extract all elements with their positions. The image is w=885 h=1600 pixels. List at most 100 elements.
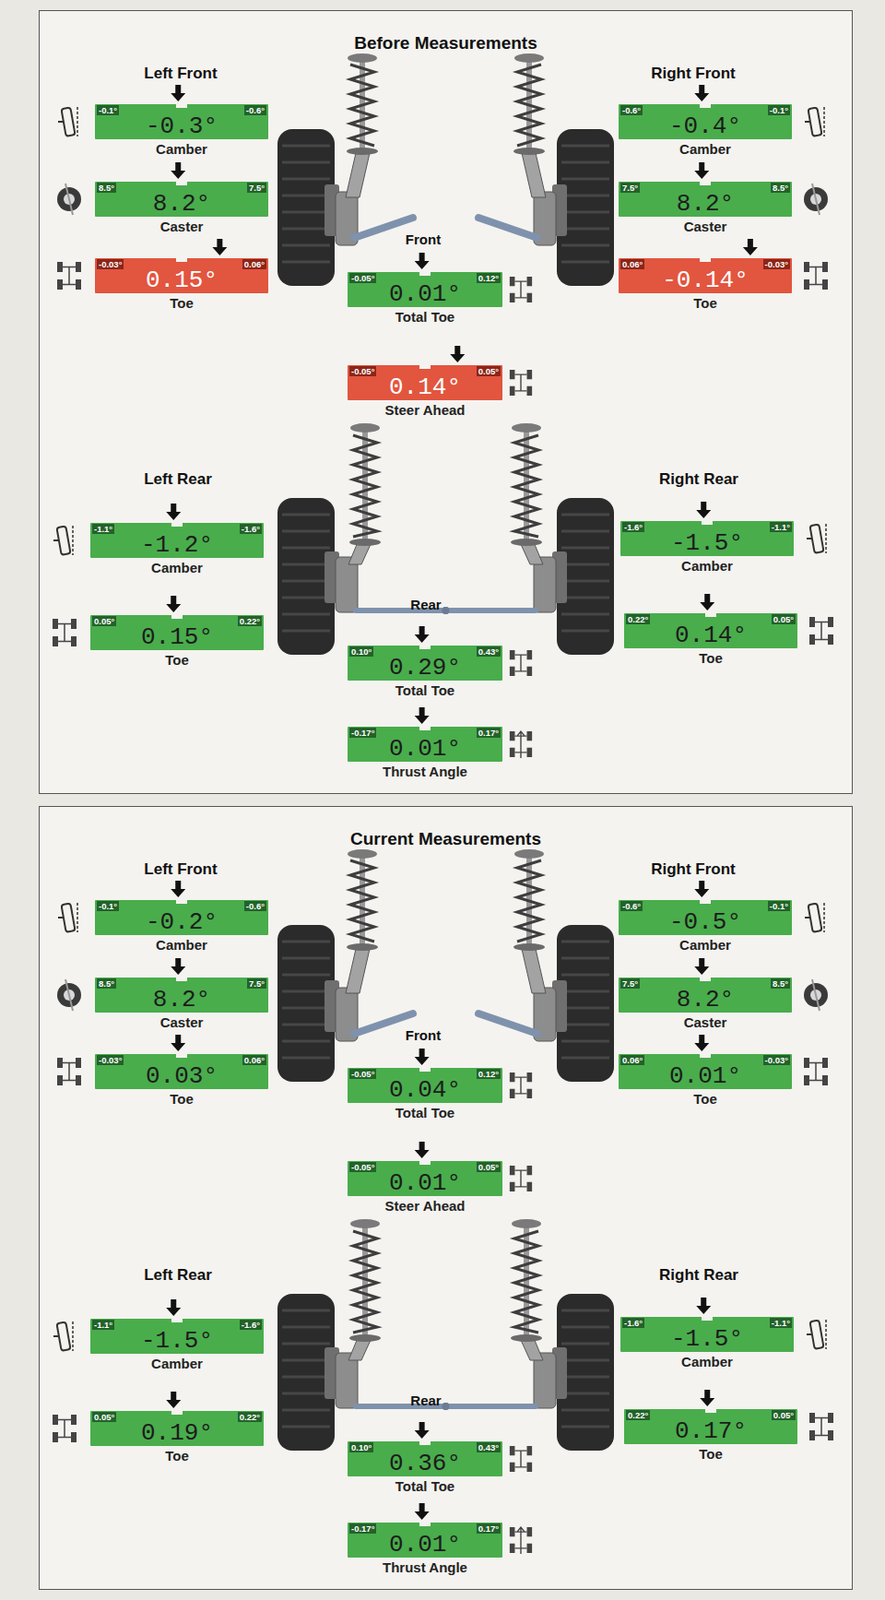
gauge-bar: -0.17°0.17°0.01°Thrust Angle <box>347 726 503 762</box>
range-max: 0.22° <box>237 1411 262 1422</box>
range-min: -0.05° <box>349 1161 377 1172</box>
range-max: 0.17° <box>476 1522 501 1534</box>
gauge-name: Thrust Angle <box>382 763 468 780</box>
measurement-icon <box>58 902 78 933</box>
gauge-bar: -0.6°-0.1°-0.4°Camber <box>618 104 792 140</box>
measured-value: 0.01° <box>347 1170 503 1195</box>
center-notch <box>176 899 188 904</box>
gauge-name: Total Toe <box>395 308 455 326</box>
gauge-bar: -0.6°-0.1°-0.5°Camber <box>618 899 792 935</box>
pointer-arrow <box>414 252 430 270</box>
gauge-name: Toe <box>169 295 194 312</box>
gauge-bar: -0.05°0.05°0.14°Steer Ahead <box>347 365 503 401</box>
range-min: -0.05° <box>349 272 377 284</box>
range-min: -0.1° <box>96 105 119 116</box>
gauge-bar: 0.05°0.22°0.19°Toe <box>90 1410 264 1446</box>
gauge-name: Camber <box>155 936 208 954</box>
measured-value: 0.04° <box>347 1077 503 1102</box>
pointer-arrow <box>694 957 709 975</box>
center-notch <box>176 1053 188 1058</box>
center-notch <box>419 1067 431 1072</box>
center-notch <box>419 726 431 731</box>
range-max: -1.6° <box>239 523 262 534</box>
range-min: -1.6° <box>622 1317 645 1328</box>
measured-value: -0.5° <box>618 909 792 934</box>
gauge-bar: -0.03°0.06°0.15°Toe <box>94 258 269 294</box>
range-min: 0.10° <box>349 646 374 657</box>
center-notch <box>171 1318 183 1322</box>
pointer-arrow <box>414 1141 430 1158</box>
gauge-name: Toe <box>169 1090 194 1108</box>
measurement-icon <box>509 1165 532 1192</box>
range-max: 8.5° <box>770 978 791 989</box>
gauge-bar: -0.03°0.06°0.03°Toe <box>94 1053 269 1089</box>
measurement-icon <box>53 525 73 555</box>
center-notch <box>176 258 188 262</box>
measurement-icon <box>809 1412 834 1440</box>
measurement-icon <box>53 1321 73 1351</box>
position-label: Left Rear <box>143 1266 213 1284</box>
range-min: -1.1° <box>92 1319 115 1330</box>
gauge-name: Steer Ahead <box>385 401 466 419</box>
pointer-arrow <box>414 1048 430 1065</box>
measurement-icon <box>803 979 828 1011</box>
pointer-arrow <box>449 345 465 363</box>
measured-value: 0.01° <box>347 736 503 761</box>
pointer-arrow <box>694 84 709 102</box>
measured-value: 0.14° <box>624 623 798 648</box>
pointer-arrow <box>170 162 186 179</box>
range-min: -0.17° <box>349 1522 377 1534</box>
pointer-arrow <box>414 1502 430 1520</box>
gauge-bar: -1.1°-1.6°-1.2°Camber <box>90 522 264 558</box>
range-min: -0.6° <box>620 900 643 911</box>
measured-value: 0.15° <box>94 268 269 293</box>
measurement-icon <box>509 731 532 758</box>
center-notch <box>419 1522 431 1526</box>
pointer-arrow <box>696 501 711 519</box>
center-notch <box>699 899 711 904</box>
measurement-icon <box>803 183 828 215</box>
position-label: Front <box>405 1026 441 1044</box>
pointer-arrow <box>170 957 186 975</box>
gauge-bar: -0.1°-0.6°-0.2°Camber <box>94 899 269 935</box>
gauge-bar: -1.1°-1.6°-1.5°Camber <box>90 1318 264 1354</box>
range-min: -0.03° <box>96 259 124 270</box>
gauge-bar: 0.22°0.05°0.14°Toe <box>624 613 798 649</box>
pointer-arrow <box>165 503 181 520</box>
pointer-arrow <box>414 707 430 724</box>
measured-value: 0.03° <box>94 1063 269 1088</box>
gauge-name: Toe <box>693 295 718 312</box>
measurement-icon <box>509 1072 532 1098</box>
gauge-bar: 8.5°7.5°8.2°Caster <box>94 181 269 217</box>
range-max: 0.06° <box>242 259 267 270</box>
gauge-bar: 0.10°0.43°0.29°Total Toe <box>347 645 503 681</box>
measured-value: -0.4° <box>618 114 792 139</box>
position-label: Right Front <box>650 65 736 83</box>
gauge-name: Camber <box>681 557 733 575</box>
measured-value: -0.14° <box>618 268 792 293</box>
pointer-arrow <box>694 1034 709 1051</box>
range-min: -0.1° <box>96 900 119 911</box>
suspension-illustration <box>277 849 614 1451</box>
measurement-panel: Before Measurements-0.1°-0.6°-0.3°Camber… <box>38 10 853 794</box>
center-notch <box>701 520 713 525</box>
measurement-icon <box>509 1526 532 1554</box>
panel-ground <box>38 805 853 1590</box>
measured-value: 8.2° <box>94 191 269 216</box>
gauge-name: Caster <box>160 218 204 236</box>
center-notch <box>419 645 431 649</box>
range-min: -1.1° <box>92 523 115 534</box>
range-min: 0.05° <box>92 615 117 626</box>
measured-value: 0.01° <box>347 1532 503 1557</box>
gauge-bar: 7.5°8.5°8.2°Caster <box>618 181 792 217</box>
center-notch <box>171 1410 183 1415</box>
measurement-icon <box>509 649 532 676</box>
measured-value: -1.2° <box>90 532 264 557</box>
measurement-icon <box>57 183 82 215</box>
measured-value: -1.5° <box>620 1326 794 1351</box>
measured-value: 8.2° <box>618 987 792 1012</box>
position-label: Left Rear <box>143 471 213 488</box>
center-notch <box>699 104 711 108</box>
range-max: -0.03° <box>763 1054 791 1065</box>
measured-value: 0.29° <box>347 655 503 680</box>
